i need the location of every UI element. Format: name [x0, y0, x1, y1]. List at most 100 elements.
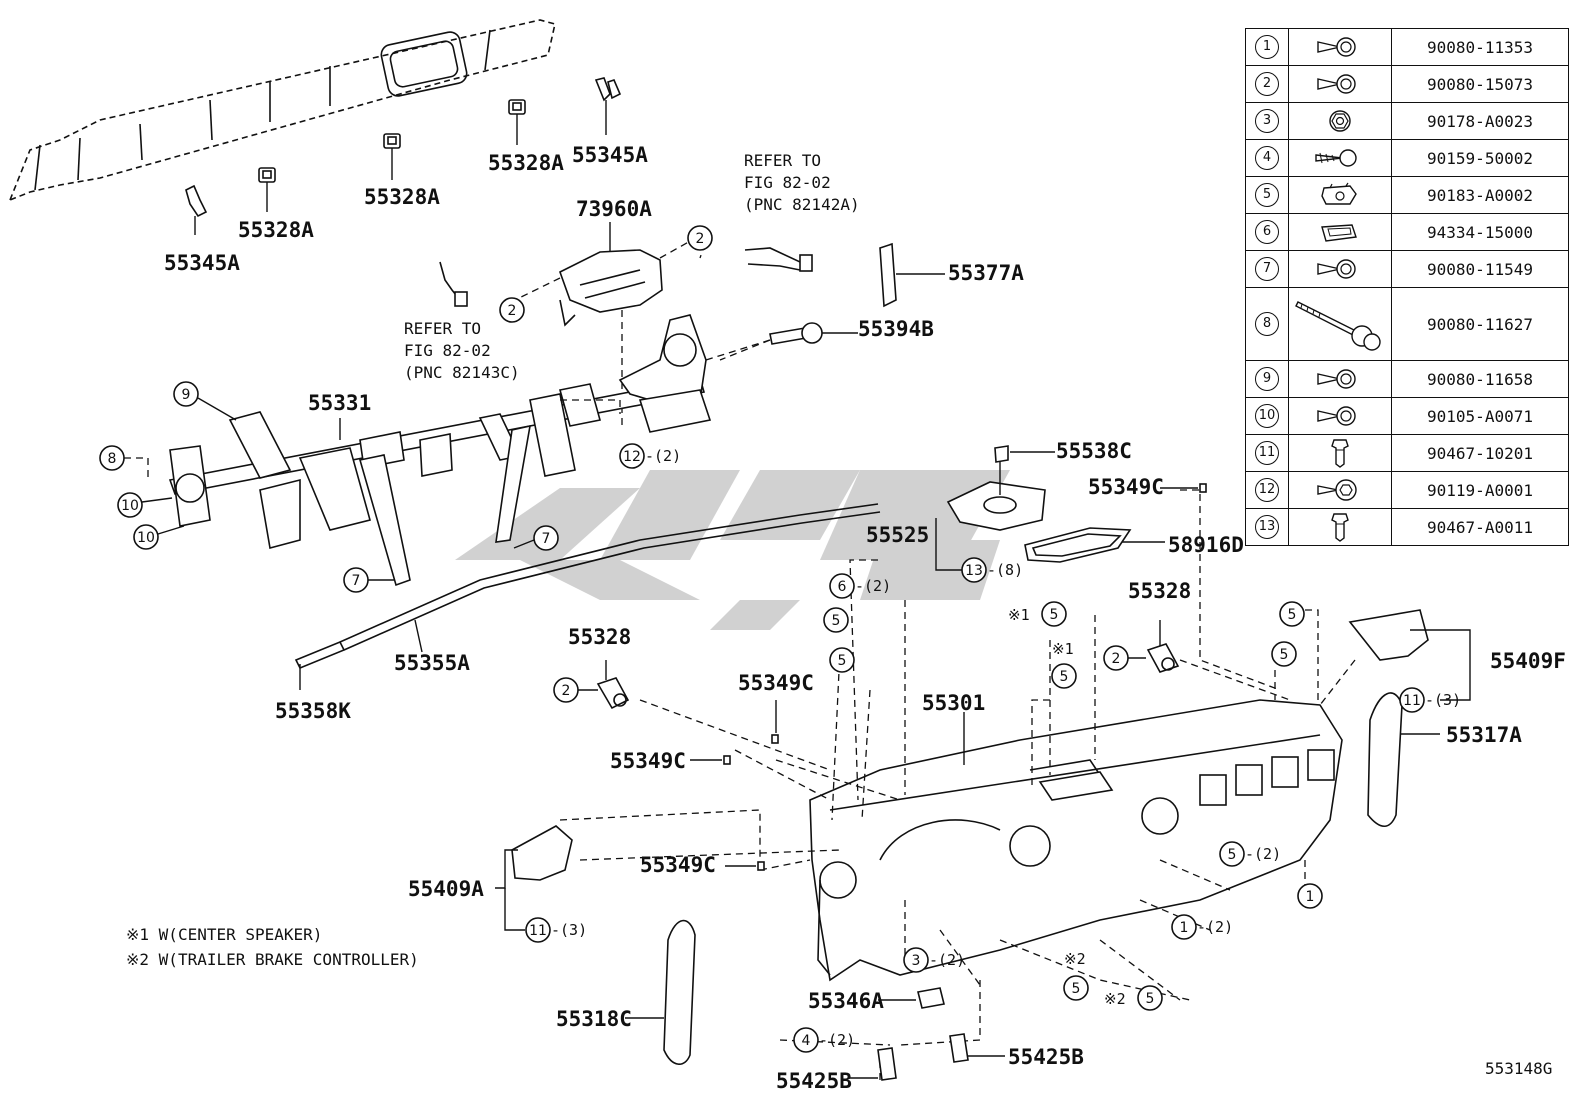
svg-text:5: 5 — [1288, 607, 1297, 623]
cross-car-beam-55331 — [168, 314, 771, 587]
label-55301: 55301 — [922, 691, 985, 715]
callout-11-a: 11 — [1399, 687, 1425, 713]
fastener-number-cell: 3 — [1245, 102, 1289, 140]
svg-text:5: 5 — [832, 613, 841, 629]
label-55394B: 55394B — [858, 317, 934, 341]
svg-text:11: 11 — [1403, 693, 1421, 709]
fastener-part-number: 90080-11658 — [1391, 360, 1569, 398]
svg-text:-(8): -(8) — [987, 561, 1023, 579]
svg-text:4: 4 — [802, 1033, 811, 1049]
callout-5-e: 5 — [1279, 601, 1305, 627]
clip-55345A-right — [594, 77, 622, 135]
bracket-55425B-right — [949, 1033, 1005, 1063]
callout-5-f: 5 — [1271, 641, 1297, 667]
callout-9: 9 — [173, 381, 237, 421]
label-55346A: 55346A — [808, 989, 884, 1013]
fastener-row: 9 90080-11658 — [1245, 360, 1569, 398]
long-bolt-icon — [1288, 287, 1392, 361]
svg-text:9: 9 — [182, 387, 191, 403]
svg-text:-(2): -(2) — [645, 447, 681, 465]
callout-5-b: 5 — [829, 647, 855, 673]
bracket-55328-right — [1146, 620, 1180, 673]
svg-text:FIG 82-02: FIG 82-02 — [744, 173, 831, 192]
svg-text:3: 3 — [912, 953, 921, 969]
callout-11-b: 11 — [525, 917, 551, 943]
fastener-number-cell: 8 — [1245, 287, 1289, 361]
callout-7-a: 7 — [343, 567, 394, 593]
fastener-number: 10 — [1255, 404, 1279, 428]
svg-text:FIG 82-02: FIG 82-02 — [404, 341, 491, 360]
callout-8: 8 — [99, 445, 149, 480]
svg-text:5: 5 — [838, 653, 847, 669]
fastener-part-number: 90467-10201 — [1391, 434, 1569, 472]
nut-icon — [1288, 102, 1392, 140]
svg-text:5: 5 — [1060, 669, 1069, 685]
callout-10-a: 10 — [117, 492, 173, 518]
fastener-number: 8 — [1255, 312, 1279, 336]
fastener-number-cell: 2 — [1245, 65, 1289, 103]
side-cover-55409A — [495, 825, 573, 931]
svg-text:REFER TO: REFER TO — [404, 319, 481, 338]
harness-82142A — [744, 247, 813, 272]
fastener-number-cell: 1 — [1245, 28, 1289, 66]
bolt-washer-icon — [1288, 397, 1392, 435]
fastener-part-number: 90080-15073 — [1391, 65, 1569, 103]
label-55349C: 55349C — [1088, 475, 1164, 499]
svg-text:-(3): -(3) — [551, 921, 587, 939]
label-55525: 55525 — [866, 523, 929, 547]
svg-text:10: 10 — [121, 498, 139, 514]
callout-4: 4 — [793, 1027, 819, 1053]
callout-3: 3 — [903, 947, 929, 973]
svg-text:-(2): -(2) — [929, 951, 965, 969]
fastener-part-number: 90080-11353 — [1391, 28, 1569, 66]
fastener-number: 5 — [1255, 183, 1279, 207]
label-55331: 55331 — [308, 391, 371, 415]
fastener-number: 7 — [1255, 257, 1279, 281]
fastener-row: 11 90467-10201 — [1245, 434, 1569, 472]
clip-55345A-left — [185, 184, 208, 235]
footnote-center-speaker: ※1 W(CENTER SPEAKER) — [126, 925, 322, 944]
footnotes: ※1 W(CENTER SPEAKER) ※2 W(TRAILER BRAKE … — [126, 925, 419, 969]
fastener-number: 13 — [1255, 515, 1279, 539]
label-55328A: 55328A — [364, 185, 440, 209]
svg-text:7: 7 — [542, 531, 551, 547]
fastener-number-cell: 4 — [1245, 139, 1289, 177]
fastener-number: 1 — [1255, 35, 1279, 59]
svg-text:5: 5 — [1050, 607, 1059, 623]
label-55349C: 55349C — [640, 853, 716, 877]
label-55328: 55328 — [1128, 579, 1191, 603]
svg-text:7: 7 — [352, 573, 361, 589]
callout-1-a: 1 — [1297, 883, 1323, 909]
fastener-part-number: 90080-11627 — [1391, 287, 1569, 361]
svg-text:8: 8 — [108, 451, 117, 467]
bolt-55538C — [994, 445, 1055, 463]
fastener-number-cell: 11 — [1245, 434, 1289, 472]
svg-text:-(2): -(2) — [855, 577, 891, 595]
fastener-row: 1 90080-11353 — [1245, 28, 1569, 66]
fastener-number-cell: 5 — [1245, 176, 1289, 214]
svg-text:※1: ※1 — [1008, 606, 1030, 624]
fastener-number: 9 — [1255, 367, 1279, 391]
fastener-number-cell: 10 — [1245, 397, 1289, 435]
fastener-number: 3 — [1255, 109, 1279, 133]
callout-2-c: 2 — [1103, 645, 1146, 671]
label-55328: 55328 — [568, 625, 631, 649]
label-55425B: 55425B — [1008, 1045, 1084, 1069]
callout-5-c: 5 — [1041, 601, 1067, 627]
defroster-duct — [8, 19, 556, 202]
fastener-row: 8 90080-11627 — [1245, 287, 1569, 361]
label-55349C: 55349C — [738, 671, 814, 695]
svg-text:5: 5 — [1146, 991, 1155, 1007]
label-55349C: 55349C — [610, 749, 686, 773]
harness-82143C — [439, 261, 468, 307]
svg-text:5: 5 — [1280, 647, 1289, 663]
clip-55349C-mid — [771, 700, 779, 744]
callout-5-i: 5 — [1137, 985, 1163, 1011]
clip-55328A-left — [258, 167, 276, 212]
fastener-number-cell: 6 — [1245, 213, 1289, 251]
